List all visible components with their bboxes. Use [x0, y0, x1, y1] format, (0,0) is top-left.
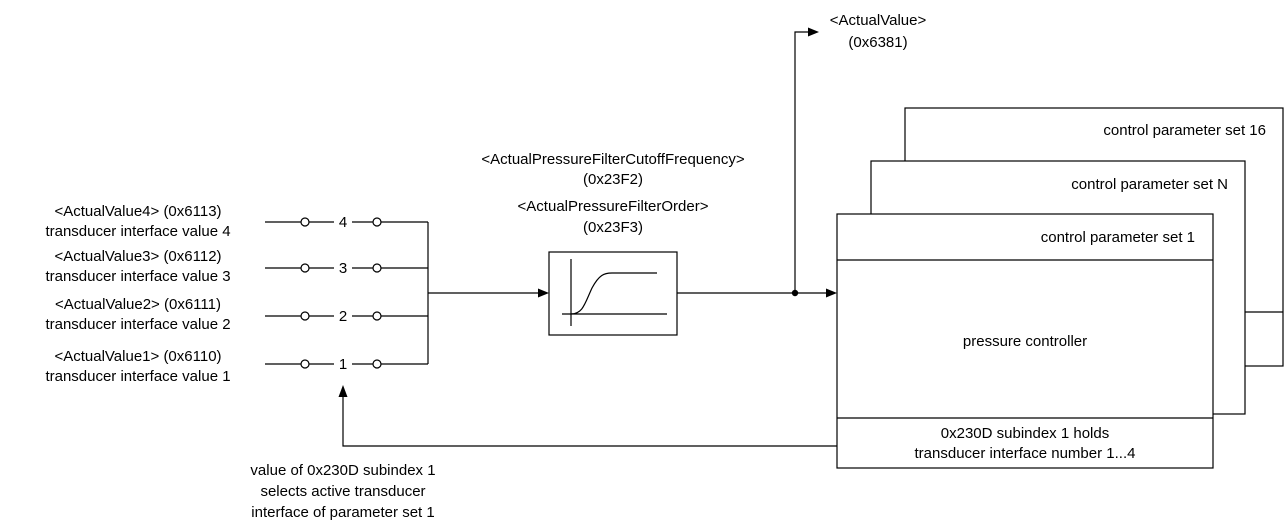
filter-order-label: <ActualPressureFilterOrder>	[518, 198, 709, 215]
filter-cutoff-label: <ActualPressureFilterCutoffFrequency>	[481, 151, 744, 168]
input-3-name: <ActualValue3> (0x6112)	[54, 248, 221, 265]
switch-contact-2-in	[300, 311, 310, 321]
selector-switch: 4 3 2 1	[265, 214, 429, 373]
actual-value-index: (0x6381)	[848, 34, 907, 51]
input-2-desc: transducer interface value 2	[45, 316, 230, 333]
filter-labels: <ActualPressureFilterCutoffFrequency> (0…	[481, 151, 744, 236]
selector-note-line-1: value of 0x230D subindex 1	[250, 462, 435, 479]
switch-number-1: 1	[339, 356, 347, 373]
parameter-set-n-title: control parameter set N	[1071, 176, 1228, 193]
switch-contact-3-in	[300, 263, 310, 273]
signal-to-actual-value	[794, 31, 809, 293]
switch-contact-4-out	[372, 217, 382, 227]
switch-contact-3-out	[372, 263, 382, 273]
arrowhead-to-selector	[338, 385, 348, 397]
arrowhead-to-actual-value	[808, 27, 819, 37]
parameter-set-16-title: control parameter set 16	[1103, 122, 1266, 139]
arrowhead-to-controller	[826, 288, 837, 298]
filter-order-index: (0x23F3)	[583, 219, 643, 236]
selector-note-line-2: selects active transducer	[260, 483, 425, 500]
input-2-name: <ActualValue2> (0x6111)	[55, 296, 221, 313]
switch-row-1: 1	[265, 356, 428, 373]
input-3-desc: transducer interface value 3	[45, 268, 230, 285]
parameter-set-1-title: control parameter set 1	[1041, 229, 1195, 246]
switch-contact-1-out	[372, 359, 382, 369]
switch-number-3: 3	[339, 260, 347, 277]
input-4-desc: transducer interface value 4	[45, 223, 230, 240]
switch-row-4: 4	[265, 214, 428, 231]
selector-note: value of 0x230D subindex 1 selects activ…	[250, 462, 435, 521]
pressure-filter-block	[548, 251, 678, 336]
actual-value-labels: <ActualValue> (0x6381)	[830, 12, 927, 51]
filter-cutoff-index: (0x23F2)	[583, 171, 643, 188]
switch-contact-1-in	[300, 359, 310, 369]
parameter-set-1: control parameter set 1 pressure control…	[836, 213, 1214, 469]
pressure-controller-label: pressure controller	[963, 333, 1087, 350]
input-1-name: <ActualValue1> (0x6110)	[54, 348, 221, 365]
switch-contact-4-in	[300, 217, 310, 227]
subindex-note-line-1: 0x230D subindex 1 holds	[941, 425, 1109, 442]
subindex-note-line-2: transducer interface number 1...4	[915, 445, 1136, 462]
selector-note-line-3: interface of parameter set 1	[251, 504, 434, 521]
switch-number-4: 4	[339, 214, 347, 231]
actual-value-label: <ActualValue>	[830, 12, 927, 29]
switch-contact-2-out	[372, 311, 382, 321]
step-response-icon	[562, 259, 667, 326]
switch-number-2: 2	[339, 308, 347, 325]
switch-row-3: 3	[265, 260, 428, 277]
selector-feedback-line	[342, 396, 837, 447]
switch-row-2: 2	[265, 308, 428, 325]
input-1-desc: transducer interface value 1	[45, 368, 230, 385]
input-4-name: <ActualValue4> (0x6113)	[54, 203, 221, 220]
input-labels: <ActualValue4> (0x6113) transducer inter…	[45, 203, 230, 385]
arrowhead-to-filter	[538, 288, 549, 298]
